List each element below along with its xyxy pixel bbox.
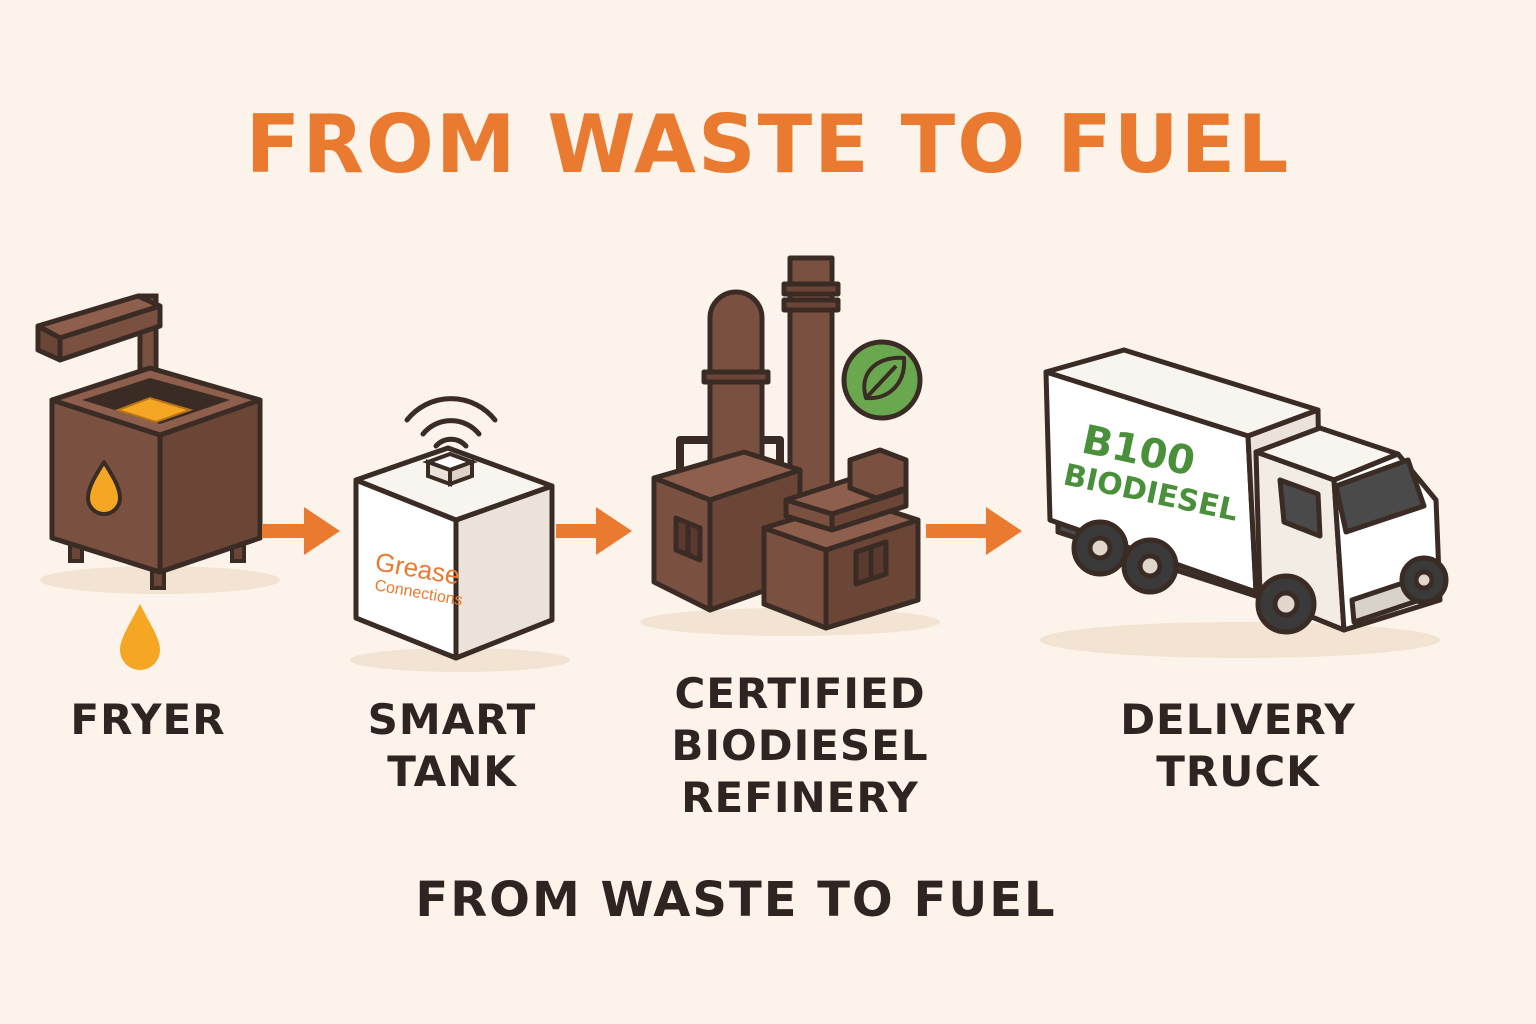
smart-tank-icon [350,445,570,672]
delivery-truck-icon [1040,347,1449,658]
refinery-icon [640,255,940,636]
fryer-icon [35,293,280,594]
wifi-signal-icon [404,396,498,449]
arrow-icon [556,507,632,555]
oil-drop-icon [120,604,160,670]
step-label-refinery: CERTIFIED BIODIESEL REFINERY [671,669,929,822]
step-label-fryer: FRYER [70,695,226,744]
arrow-icon [262,507,340,555]
step-label-smart-tank: SMART TANK [367,695,537,796]
leaf-icon [841,339,923,421]
step-label-delivery-truck: DELIVERY TRUCK [1120,695,1356,796]
arrow-icon [926,507,1022,555]
diagram-footer: FROM WASTE TO FUEL [415,872,1057,928]
diagram-title: FROM WASTE TO FUEL [245,98,1291,191]
